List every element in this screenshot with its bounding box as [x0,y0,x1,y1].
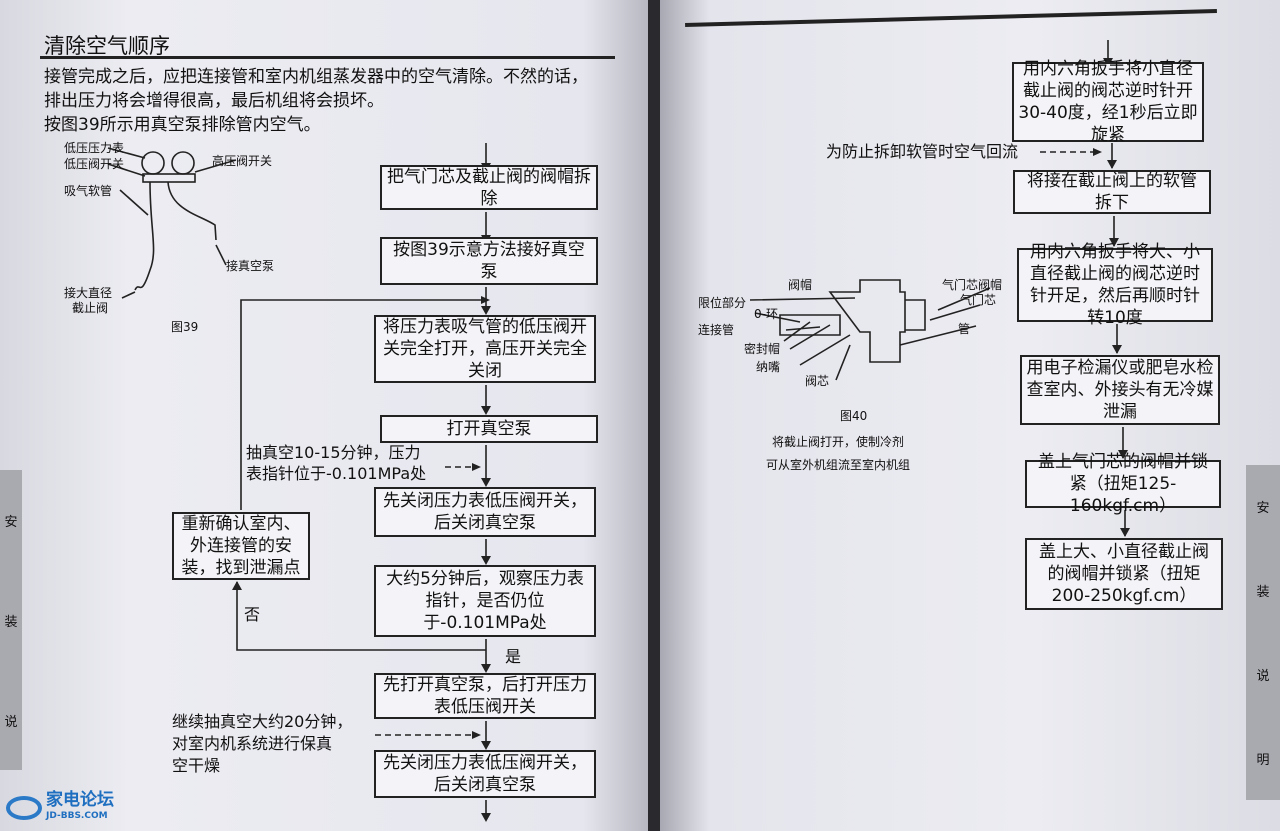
note-line: 对室内机系统进行保真 [172,734,333,753]
left-page: 清除空气顺序 接管完成之后，应把连接管和室内机组蒸发器中的空气清除。不然的话， … [0,0,648,831]
tab-char: 说 [1256,668,1270,684]
flow-step: 按图39示意方法接好真空泵 [380,237,598,285]
intro-line: 接管完成之后，应把连接管和室内机组蒸发器中的空气清除。不然的话， [44,67,588,87]
fig40-label: 阀帽 [788,278,813,292]
tab-char: 说 [4,714,18,730]
fig39-label: 吸气软管 [64,184,113,198]
flow-lines [107,143,491,822]
flow-step: 打开真空泵 [380,415,598,443]
flow-decision: 大约5分钟后，观察压力表指针，是否仍位于-0.101MPa处 [374,565,596,637]
flow-step: 用电子检漏仪或肥皂水检查室内、外接头有无冷媒泄漏 [1020,355,1220,425]
note-text: 为防止拆卸软管时空气回流 [826,142,1019,161]
fig40-label: 气门芯阀帽 [942,278,1003,292]
fig39-label: 接大直径 [64,286,113,300]
flow-step: 用内六角扳手将小直径截止阀的阀芯逆时针开30-40度，经1秒后立即旋紧 [1012,59,1204,145]
tab-char: 装 [4,614,18,630]
watermark-logo: 家电论坛 JD-BBS.COM [6,792,114,824]
section-tab: 安 装 说 明 [1246,465,1280,800]
fig40-label: 限位部分 [698,296,747,310]
note-line: 抽真空10-15分钟，压力 [246,443,421,462]
fig39-label: 高压阀开关 [212,154,273,168]
right-page: 用内六角扳手将小直径截止阀的阀芯逆时针开30-40度，经1秒后立即旋紧 为防止拆… [660,0,1280,831]
fig39-label: 截止阀 [72,301,109,315]
tab-char: 安 [4,514,18,530]
flow-step: 将接在截止阀上的软管拆下 [1013,170,1211,214]
fig40-label: 连接管 [698,323,735,337]
section-title: 清除空气顺序 [44,34,170,58]
fig40-label: 纳嘴 [756,360,781,374]
fig40-desc: 可从室外机组流至室内机组 [766,458,911,472]
fig39-label: 接真空泵 [226,259,275,273]
fig40-caption: 图40 [840,409,868,423]
fig40-label: 管 [958,322,971,336]
fig40-label: 0-环 [754,307,778,321]
flow-step: 先打开真空泵，后打开压力表低压阀开关 [374,673,596,719]
tab-char: 明 [1256,752,1270,768]
fig40-label: 气门芯 [960,293,997,307]
flow-step: 把气门芯及截止阀的阀帽拆除 [380,165,598,210]
intro-line: 按图39所示用真空泵排除管内空气。 [44,115,321,135]
tab-char: 安 [1256,501,1270,517]
note-line: 继续抽真空大约20分钟， [172,712,353,731]
watermark-url: JD-BBS.COM [46,811,108,821]
fig39-label: 低压压力表 [64,141,125,155]
note-line: 表指针位于-0.101MPa处 [246,464,427,483]
fig40-label: 密封帽 [744,342,781,356]
flow-step: 盖上气门芯的阀帽并锁紧（扭矩125-160kgf.cm） [1025,452,1221,516]
fig39-caption: 图39 [171,320,199,334]
flow-step: 将压力表吸气管的低压阀开关完全打开，高压开关完全关闭 [374,315,596,383]
flow-step: 用内六角扳手将大、小直径截止阀的阀芯逆时针开足，然后再顺时针转10度 [1017,242,1213,328]
yes-label: 是 [505,647,522,666]
watermark-name: 家电论坛 [46,790,114,810]
fig40-desc: 将截止阀打开，使制冷剂 [772,435,905,449]
note-line: 空干燥 [172,756,221,775]
flow-step: 先关闭压力表低压阀开关，后关闭真空泵 [374,750,596,798]
fig40-label: 阀芯 [805,374,830,388]
title-rule [40,56,615,59]
fig39-label: 低压阀开关 [64,157,125,171]
flow-step: 盖上大、小直径截止阀的阀帽并锁紧（扭矩200-250kgf.cm） [1025,538,1223,610]
flow-side-step: 重新确认室内、外连接管的安装，找到泄漏点 [172,512,310,580]
flow-lines [749,40,1130,537]
no-label: 否 [244,605,261,624]
tab-char: 装 [1256,585,1270,601]
section-tab: 安 装 说 [0,470,22,770]
intro-line: 排出压力将会增得很高，最后机组将会损坏。 [44,91,384,111]
flow-step: 先关闭压力表低压阀开关，后关闭真空泵 [374,487,596,537]
